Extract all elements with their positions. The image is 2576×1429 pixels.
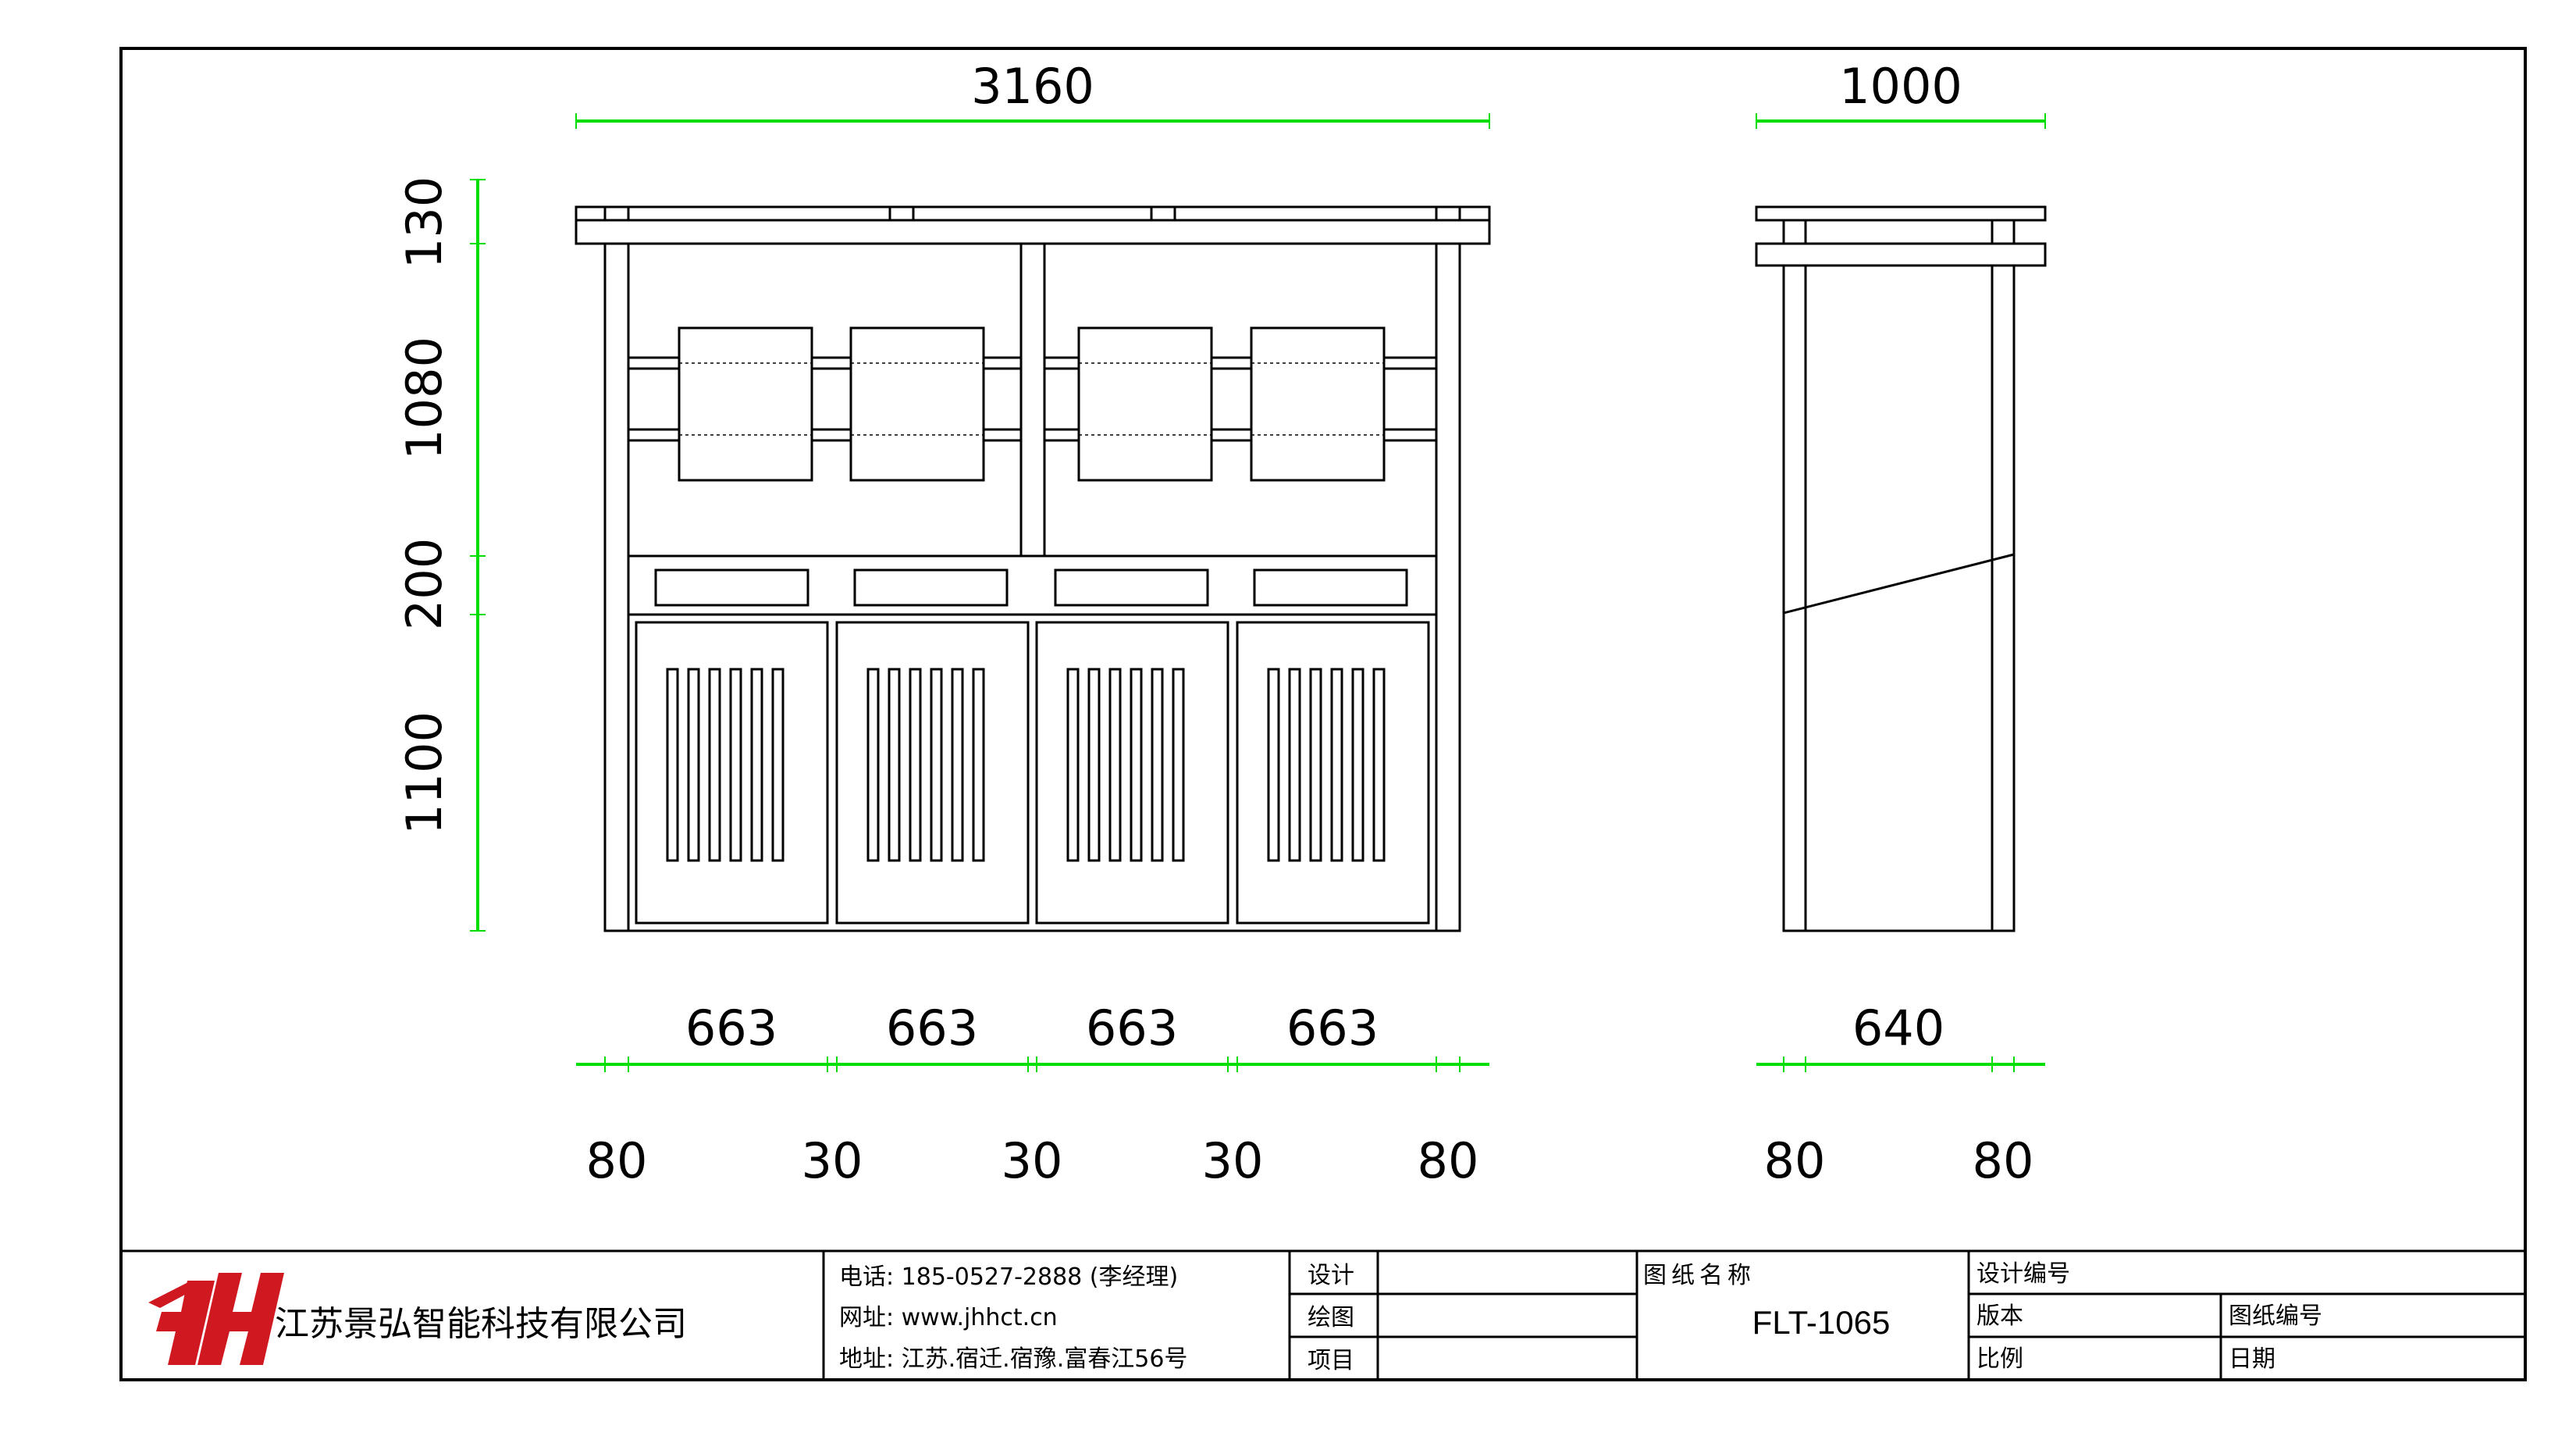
door-slat [930, 668, 943, 862]
door-slat [1130, 668, 1143, 862]
contact-phone: 电话: 185-0527-2888 (李经理) [839, 1263, 1178, 1291]
front-rail [1043, 428, 1438, 442]
door-slat [888, 668, 901, 862]
label-design-no: 设计编号 [1976, 1260, 2070, 1288]
dim-height-band: 200 [396, 538, 453, 630]
front-label-slot [654, 568, 809, 607]
label-date: 日期 [2229, 1345, 2275, 1373]
door-slat [687, 668, 700, 862]
front-sign-panel [849, 326, 985, 482]
front-center-post [1019, 242, 1046, 558]
label-version: 版本 [1976, 1302, 2023, 1330]
front-rail [627, 428, 1023, 442]
side-roof-top [1755, 205, 2047, 222]
door-slat [1330, 668, 1343, 862]
label-project: 项目 [1308, 1347, 1354, 1374]
door-slat [1309, 668, 1322, 862]
front-elevation [575, 205, 1491, 932]
dim-post-gap: 30 [1202, 1132, 1264, 1189]
door-slat [909, 668, 922, 862]
contact-website: 网址: www.jhhct.cn [839, 1304, 1058, 1331]
door-slat [951, 668, 964, 862]
door-slat [1267, 668, 1280, 862]
dimension-lines [470, 113, 2046, 1072]
drawing-border [119, 47, 2527, 1381]
front-label-slot [853, 568, 1009, 607]
front-bin-door [1035, 621, 1229, 925]
label-drawing-name: 图纸名称 [1643, 1262, 1756, 1289]
front-rail [1043, 356, 1438, 370]
dim-door-width: 663 [886, 1000, 978, 1057]
door-slat [972, 668, 985, 862]
door-slat [1288, 668, 1301, 862]
front-label-slot [1054, 568, 1209, 607]
dim-front-width: 3160 [971, 58, 1094, 115]
front-roof-post [1150, 205, 1176, 222]
front-sign-panel [678, 326, 813, 482]
door-slat [708, 668, 721, 862]
front-door-slats [666, 668, 1386, 862]
side-left-post [1782, 264, 1807, 932]
front-sign-panel [1250, 326, 1386, 482]
side-slope-line [1783, 553, 2015, 615]
side-roof-post [1782, 219, 1807, 245]
company-name: 江苏景弘智能科技有限公司 [275, 1304, 687, 1344]
label-draw: 绘图 [1308, 1304, 1354, 1331]
dim-side-post-gap: 80 [1973, 1132, 2034, 1189]
door-slat [771, 668, 785, 862]
door-slat [1351, 668, 1364, 862]
dim-door-width: 663 [1286, 1000, 1379, 1057]
front-label-slot [1253, 568, 1408, 607]
label-design: 设计 [1308, 1262, 1354, 1289]
dim-height-bin: 1100 [396, 711, 453, 835]
dim-post-gap: 30 [1002, 1132, 1063, 1189]
dim-door-width: 663 [685, 1000, 777, 1057]
title-block [121, 1249, 2525, 1380]
door-slat [1087, 668, 1101, 862]
company-logo [148, 1273, 284, 1365]
side-elevation [1755, 205, 2047, 932]
side-roof-post [1991, 219, 2016, 245]
front-roof-beam [575, 219, 1491, 245]
dim-side-width: 1000 [1839, 58, 1962, 115]
side-right-post [1991, 264, 2016, 932]
front-sign-panel [1077, 326, 1213, 482]
door-slat [729, 668, 742, 862]
door-slat [1372, 668, 1386, 862]
dim-height-roof: 130 [396, 176, 453, 269]
front-rail [627, 356, 1023, 370]
drawing-name: FLT-1065 [1752, 1304, 1891, 1341]
door-slat [1151, 668, 1164, 862]
front-roof-top [575, 205, 1491, 222]
front-left-post [603, 242, 630, 932]
dim-side-inner-width: 640 [1852, 1000, 1944, 1057]
front-bin-door [1236, 621, 1430, 925]
dim-door-width: 663 [1086, 1000, 1178, 1057]
front-bin-cabinet [627, 613, 1438, 932]
door-slat [866, 668, 880, 862]
door-slat [750, 668, 763, 862]
dim-post-gap: 80 [586, 1132, 648, 1189]
dim-post-gap: 30 [802, 1132, 863, 1189]
door-slat [1172, 668, 1185, 862]
front-bin-door [835, 621, 1030, 925]
front-roof-post [603, 205, 630, 222]
door-slat [1066, 668, 1080, 862]
label-drawing-no: 图纸编号 [2229, 1302, 2322, 1330]
door-slat [1108, 668, 1122, 862]
dim-side-post-gap: 80 [1764, 1132, 1826, 1189]
front-roof-post [888, 205, 915, 222]
dim-post-gap: 80 [1418, 1132, 1479, 1189]
contact-address: 地址: 江苏.宿迁.宿豫.富春江56号 [839, 1345, 1187, 1373]
dim-height-sign: 1080 [396, 337, 453, 460]
front-roof-post [1435, 205, 1461, 222]
label-scale: 比例 [1976, 1345, 2023, 1373]
door-slat [666, 668, 679, 862]
front-bin-door [635, 621, 829, 925]
front-right-post [1435, 242, 1461, 932]
side-roof-beam [1755, 242, 2047, 267]
